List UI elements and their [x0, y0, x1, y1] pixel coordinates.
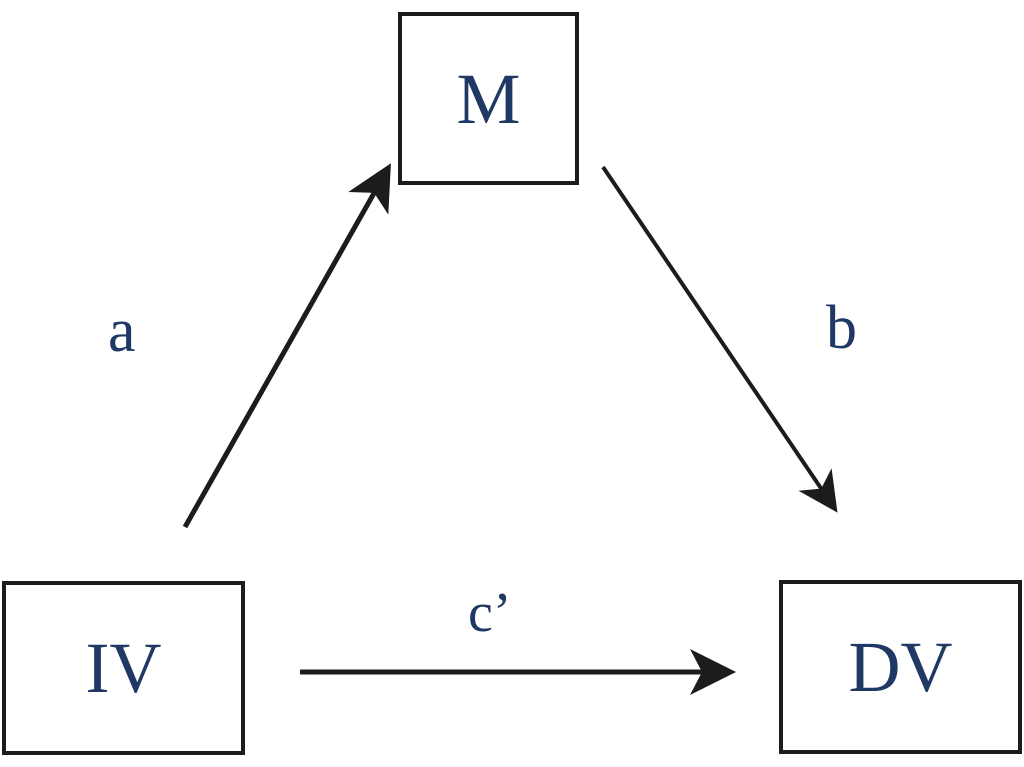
edge-c-prime-label: c’ — [468, 582, 512, 644]
edge-a-arrow — [182, 163, 391, 529]
edge-b-label: b — [826, 294, 857, 362]
edge-b-arrow — [601, 165, 838, 513]
node-independent-variable: IV — [2, 581, 245, 755]
node-mediator: M — [398, 12, 579, 185]
node-independent-variable-label: IV — [85, 628, 162, 708]
edge-a-label: a — [108, 297, 136, 365]
node-mediator-label: M — [456, 58, 521, 139]
node-dependent-variable-label: DV — [848, 627, 953, 707]
node-dependent-variable: DV — [779, 580, 1022, 754]
